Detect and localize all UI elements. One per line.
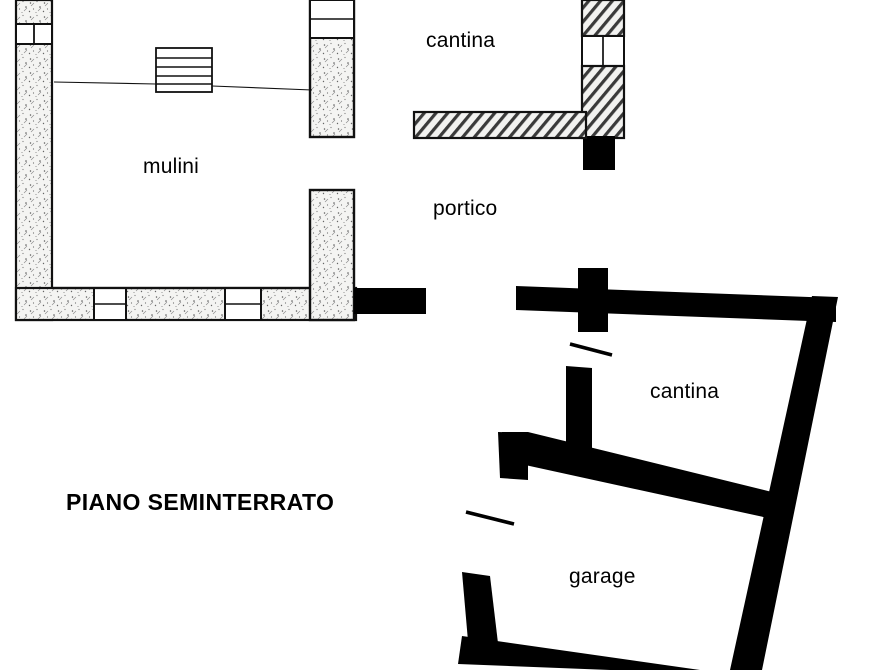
room-label-cantina-lower: cantina [650, 380, 720, 403]
room-label-portico: portico [433, 197, 498, 220]
wall-mid-horizontal [502, 432, 772, 518]
room-label-garage: garage [569, 565, 636, 588]
wall-bottom [14, 286, 358, 322]
lower-plan-group [458, 268, 838, 670]
wall-left [14, 0, 54, 322]
door-mark-lower [465, 510, 515, 526]
wall-garage-bottom [458, 636, 700, 670]
wall-cantina-right [580, 0, 626, 170]
stair-block [155, 47, 213, 93]
wall-right-lower [308, 188, 356, 322]
door-mark-upper [569, 342, 613, 357]
axis-line-right [211, 85, 313, 91]
wall-cross-stub [578, 268, 608, 332]
wall-mid-vertical [566, 366, 592, 462]
axis-line [53, 81, 157, 85]
room-label-mulini: mulini [143, 155, 200, 178]
wall-portico-top [412, 110, 588, 140]
room-label-cantina-upper: cantina [426, 29, 496, 52]
wall-right-upper [308, 0, 356, 139]
wall-right-diagonal [730, 296, 838, 670]
wall-lower-top [516, 286, 836, 322]
upper-plan-group [14, 0, 626, 322]
wall-solid-bottom-right [354, 288, 426, 314]
plan-title: PIANO SEMINTERRATO [66, 489, 335, 515]
wall-left-jog [498, 432, 528, 480]
